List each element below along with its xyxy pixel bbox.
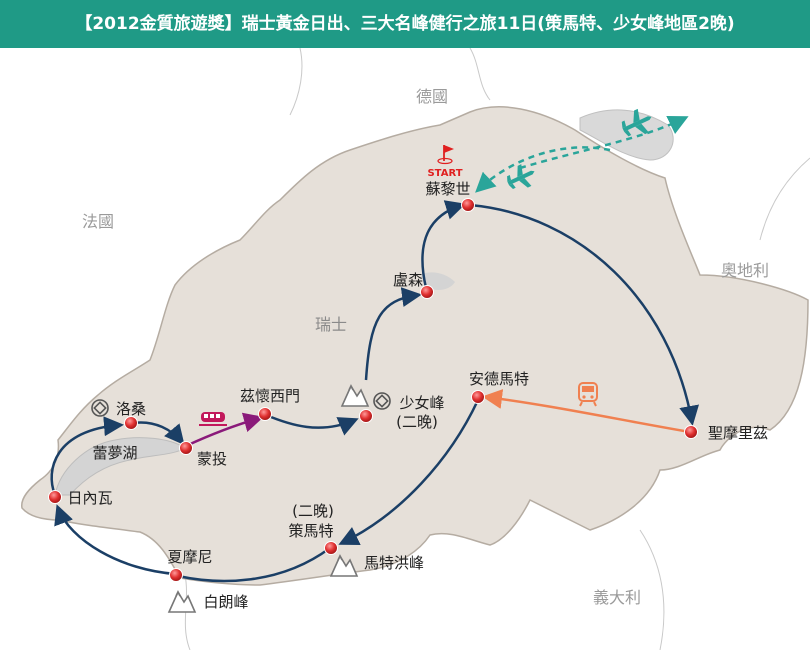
route-interlaken-to-jungfrau [265, 413, 359, 436]
bus-route-stmoritz-to-andermatt [482, 389, 691, 434]
city-marker-lucerne [420, 285, 434, 299]
city-label-chamonix: 夏摩尼 [167, 548, 212, 566]
route-lucerne-to-zurich [421, 200, 466, 289]
route-zermatt-to-chamonix [177, 546, 331, 583]
start-label: START [427, 168, 462, 179]
train-route-montreux-to-interlaken [187, 412, 264, 447]
page-title: 【2012金質旅遊獎】瑞士黃金日出、三大名峰健行之旅11日(策馬特、少女峰地區2… [0, 0, 810, 48]
bus-icon [578, 382, 598, 407]
route-geneva-to-lausanne [50, 416, 124, 496]
route-map: 德國 法國 奧地利 義大利 瑞士 [0, 48, 810, 650]
mountain-icon [329, 554, 359, 577]
city-label-zurich: 蘇黎世 [425, 180, 470, 198]
city-marker-chamonix [169, 568, 183, 582]
switzerland-territory [21, 106, 809, 586]
start-flag-icon [437, 145, 454, 165]
mountain-icon [167, 590, 197, 613]
country-borders [184, 48, 810, 650]
country-label-germany: 德國 [416, 87, 448, 106]
country-label-austria: 奧地利 [721, 261, 769, 280]
route-chamonix-to-geneva [54, 504, 177, 576]
city-markers [48, 198, 698, 582]
city-marker-zurich [461, 198, 475, 212]
city-marker-stmoritz [684, 425, 698, 439]
city-label-zermatt: 策馬特 [288, 522, 333, 540]
city-marker-geneva [48, 490, 62, 504]
country-label-france: 法國 [82, 212, 114, 231]
city-marker-lausanne [124, 416, 138, 430]
city-marker-zermatt [324, 541, 338, 555]
flight-route-departure [519, 116, 689, 170]
airplane-icon [621, 108, 652, 137]
unesco-heritage-icon [91, 399, 109, 417]
train-icon [199, 412, 227, 426]
city-label-montreux: 蒙投 [197, 450, 227, 468]
city-label-geneva: 日內瓦 [67, 489, 112, 507]
city-label-mont-blanc: 白朗峰 [203, 593, 248, 611]
city-marker-interlaken [258, 407, 272, 421]
city-label-interlaken: 茲懷西門 [240, 387, 300, 405]
mountain-icon [340, 384, 370, 407]
city-label-lausanne: 洛桑 [116, 400, 146, 418]
country-label-italy: 義大利 [593, 588, 641, 607]
city-label-jungfrau-nights: (二晚) [396, 413, 438, 431]
route-zurich-to-stmoritz [469, 203, 699, 426]
city-label-st-moritz: 聖摩里茲 [708, 424, 768, 442]
route-lausanne-to-montreux [132, 421, 185, 446]
route-jungfrau-to-lucerne [364, 287, 422, 381]
main-route [50, 200, 699, 583]
city-label-andermatt: 安德馬特 [469, 370, 529, 388]
unesco-heritage-icon [373, 392, 391, 410]
city-label-zermatt-nights: (二晚) [292, 502, 334, 520]
city-marker-andermatt [471, 390, 485, 404]
route-andermatt-to-zermatt [338, 399, 480, 546]
city-label-jungfrau: 少女峰 [399, 394, 444, 412]
city-label-lucerne: 盧森 [393, 271, 423, 289]
country-label-switzerland: 瑞士 [315, 315, 347, 334]
airplane-icon [507, 164, 535, 189]
city-label-matterhorn: 馬特洪峰 [364, 554, 424, 572]
city-label-lake-geneva: 蕾夢湖 [92, 444, 137, 462]
city-marker-montreux [179, 441, 193, 455]
city-marker-jungfrau [359, 409, 373, 423]
